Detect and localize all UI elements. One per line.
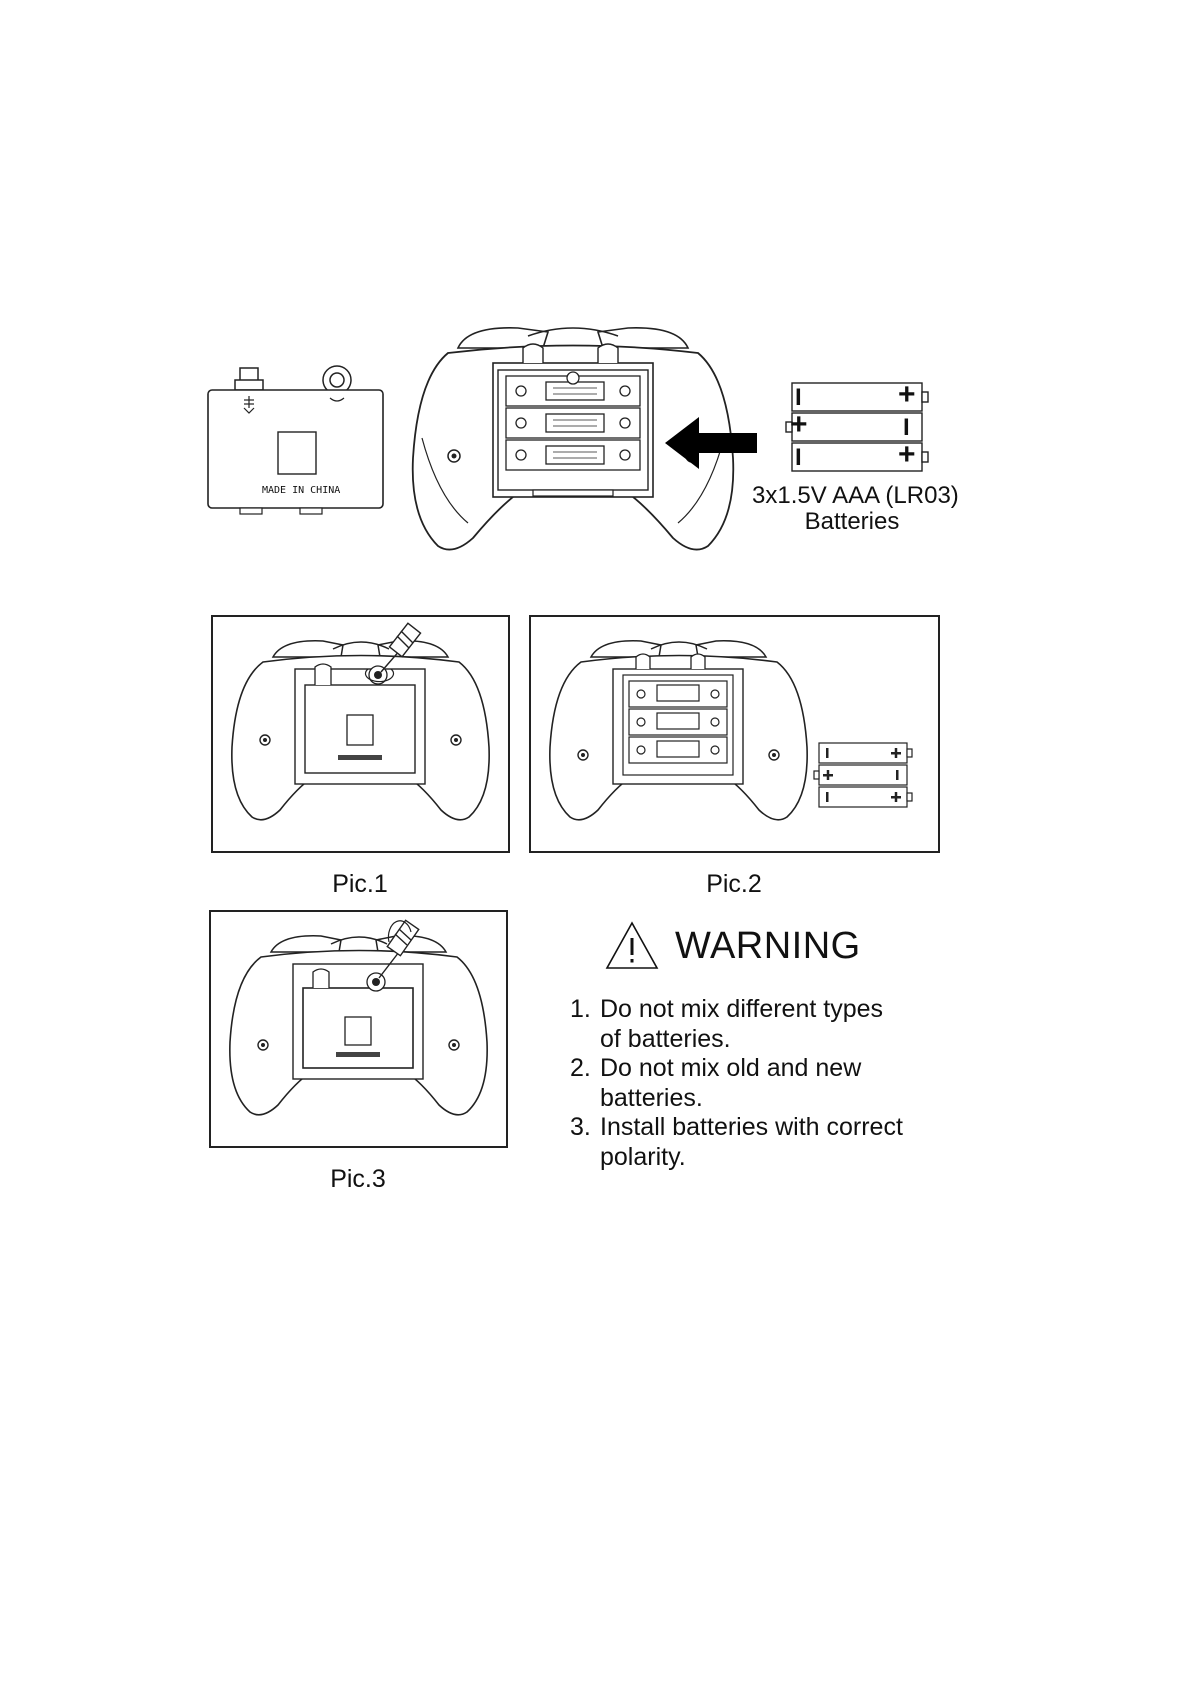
pic3-caption: Pic.3 — [298, 1165, 418, 1194]
warning-item-line: polarity. — [600, 1143, 903, 1173]
battery-caption-line2: Batteries — [752, 508, 952, 536]
insert-arrow-icon — [665, 415, 760, 471]
battery3-plus: + — [898, 438, 916, 472]
battery2-plus: + — [790, 408, 808, 442]
warning-item-line: Do not mix old and new — [600, 1054, 861, 1084]
pic1-illustration — [213, 617, 508, 851]
pic1-frame — [211, 615, 510, 853]
pic2-illustration — [531, 617, 938, 851]
warning-item-line: of batteries. — [600, 1025, 883, 1055]
warning-item-line: Do not mix different types — [600, 995, 883, 1025]
pic1-caption: Pic.1 — [300, 870, 420, 899]
warning-item: 3. Install batteries with correct polari… — [570, 1113, 903, 1172]
pic3-frame — [209, 910, 508, 1148]
warning-item-number: 3. — [570, 1113, 600, 1172]
warning-title: WARNING — [675, 925, 861, 968]
battery1-plus: + — [898, 378, 916, 412]
pic2-caption: Pic.2 — [674, 870, 794, 899]
cover-label: MADE IN CHINA — [262, 485, 340, 496]
pic2-frame — [529, 615, 940, 853]
warning-list: 1. Do not mix different types of batteri… — [570, 995, 903, 1172]
warning-triangle-icon — [604, 920, 660, 972]
warning-item-number: 2. — [570, 1054, 600, 1113]
warning-item: 2. Do not mix old and new batteries. — [570, 1054, 903, 1113]
battery-caption-line1: 3x1.5V AAA (LR03) — [752, 482, 952, 510]
warning-item-number: 1. — [570, 995, 600, 1054]
warning-item: 1. Do not mix different types of batteri… — [570, 995, 903, 1054]
warning-item-line: batteries. — [600, 1084, 861, 1114]
battery3-minus: I — [795, 444, 802, 472]
pic3-illustration — [211, 912, 506, 1146]
warning-item-line: Install batteries with correct — [600, 1113, 903, 1143]
